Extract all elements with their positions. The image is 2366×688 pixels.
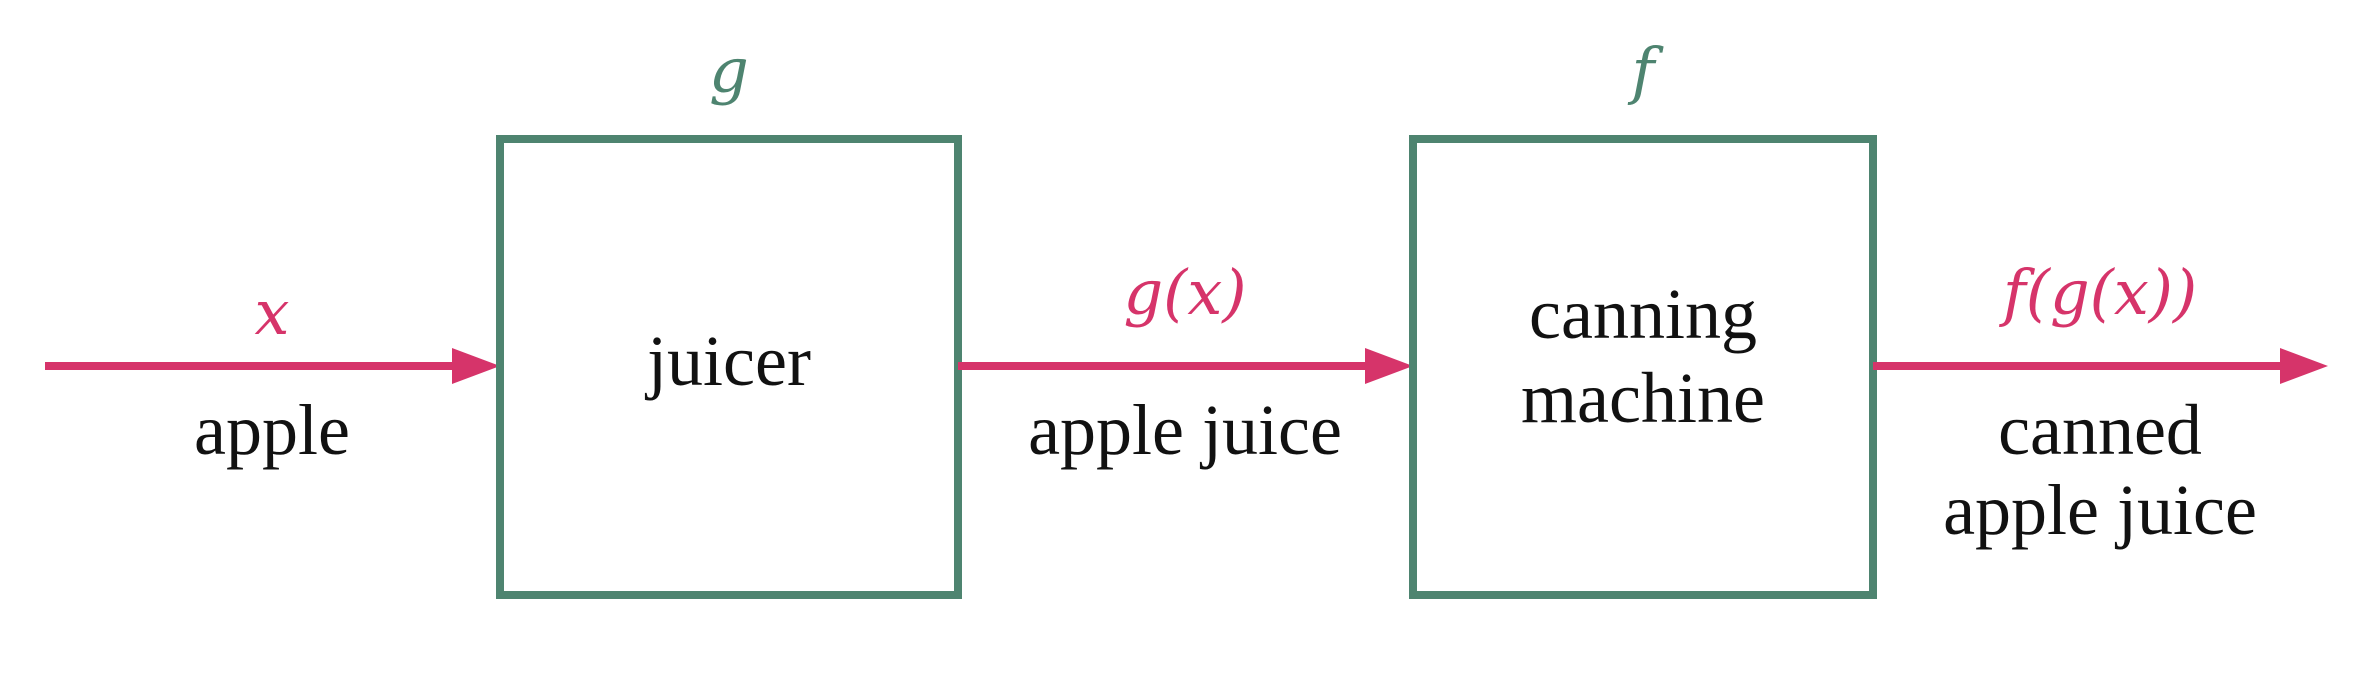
- output-arrowhead: [2280, 348, 2328, 384]
- canning-machine-label-line1: canning: [1529, 274, 1757, 354]
- signal-fgx-label: f(g(x)): [2002, 256, 2198, 329]
- function-g-label: g: [709, 34, 749, 107]
- middle-arrowhead: [1365, 348, 1413, 384]
- juicer-label: juicer: [647, 321, 811, 401]
- signal-gx-label: g(x): [1123, 256, 1247, 329]
- apple-label: apple: [194, 390, 350, 470]
- apple-juice-label: apple juice: [1028, 390, 1342, 470]
- canned-apple-juice-label-line2: apple juice: [1943, 470, 2257, 550]
- canned-apple-juice-label-line1: canned: [1998, 390, 2202, 470]
- canning-machine-label-line2: machine: [1521, 358, 1765, 438]
- signal-x-label: x: [254, 276, 290, 349]
- input-arrowhead: [452, 348, 500, 384]
- function-f-label: f: [1631, 34, 1655, 107]
